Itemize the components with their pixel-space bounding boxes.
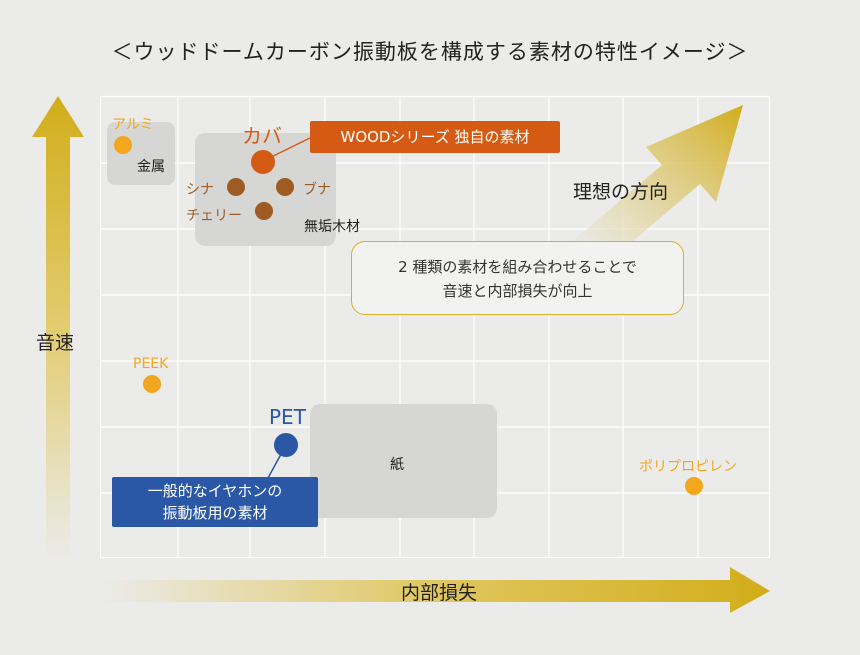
y-axis-arrow xyxy=(32,96,84,560)
aluminum-point xyxy=(114,136,132,154)
x-axis-arrow xyxy=(100,567,770,613)
peek-label: PEEK xyxy=(133,356,169,372)
paper-group-label: 紙 xyxy=(390,457,404,473)
cherry-point xyxy=(255,202,273,220)
common-material-label: 一般的なイヤホンの 振動板用の素材 xyxy=(112,477,318,527)
paper-group-region xyxy=(310,404,497,518)
pet-point xyxy=(274,433,298,457)
kaba-point xyxy=(251,150,275,174)
wood-series-label: WOODシリーズ 独自の素材 xyxy=(310,121,560,153)
common-label-line-2: 振動板用の素材 xyxy=(162,504,268,522)
aluminum-label: アルミ xyxy=(112,117,154,133)
ideal-direction-label: 理想の方向 xyxy=(573,181,669,203)
common-label-line-1: 一般的なイヤホンの xyxy=(147,482,283,500)
ideal-direction-arrow xyxy=(574,105,743,259)
buna-point xyxy=(276,178,294,196)
callout-line-1: 2 種類の素材を組み合わせることで xyxy=(398,258,637,276)
peek-point xyxy=(143,375,161,393)
cherry-label: チェリー xyxy=(186,208,242,224)
page-title: ＜ウッドドームカーボン振動板を構成する素材の特性イメージ＞ xyxy=(111,40,749,64)
callout-line-2: 音速と内部損失が向上 xyxy=(442,282,593,300)
shina-point xyxy=(227,178,245,196)
buna-label: ブナ xyxy=(303,182,331,198)
x-axis-label: 内部損失 xyxy=(401,582,478,604)
polypropylene-label: ポリプロピレン xyxy=(639,459,737,475)
shina-label: シナ xyxy=(186,182,214,198)
pet-label: PET xyxy=(269,405,306,429)
solid-wood-group-label: 無垢木材 xyxy=(304,219,360,235)
kaba-label: カバ xyxy=(242,124,282,148)
polypropylene-point xyxy=(685,477,703,495)
solid-wood-group-region xyxy=(195,133,336,246)
metal-group-label: 金属 xyxy=(137,159,165,175)
combination-callout: 2 種類の素材を組み合わせることで 音速と内部損失が向上 xyxy=(351,241,684,315)
y-axis-label: 音速 xyxy=(36,332,75,354)
